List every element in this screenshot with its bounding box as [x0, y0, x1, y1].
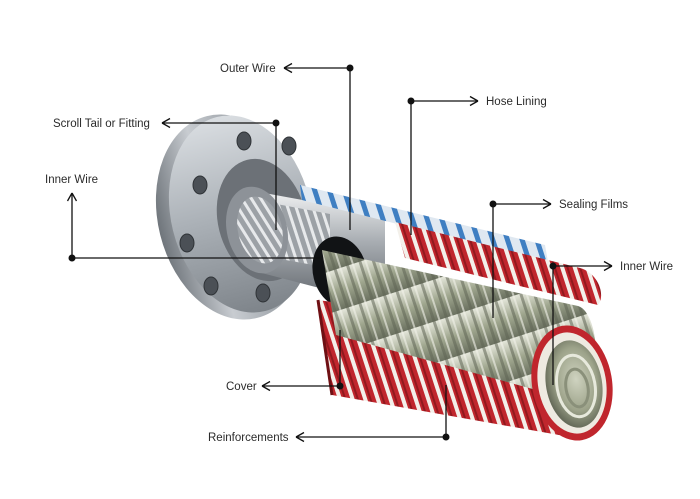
leader-sealing-films — [489, 198, 552, 318]
hose-mouth — [531, 325, 613, 441]
leader-inner-wire-right — [549, 260, 613, 385]
upper-reinforcement — [395, 222, 602, 305]
hose-illustration — [155, 114, 613, 441]
label-cover: Cover — [226, 381, 257, 393]
label-outer-wire: Outer Wire — [220, 63, 276, 75]
leader-hose-lining — [407, 95, 479, 235]
labels: Outer Wire Hose Lining Scroll Tail or Fi… — [45, 63, 673, 444]
leader-reinforcements — [295, 385, 450, 443]
leader-outer-wire — [283, 62, 354, 230]
hose-lining-band — [300, 185, 548, 262]
label-inner-wire-left: Inner Wire — [45, 174, 98, 186]
label-inner-wire-right: Inner Wire — [620, 261, 673, 273]
leader-inner-wire-left — [66, 192, 320, 262]
inner-coil — [322, 250, 597, 402]
leader-scroll-tail — [161, 117, 280, 230]
label-hose-lining: Hose Lining — [486, 96, 547, 108]
leader-lines — [66, 62, 613, 443]
label-scroll-tail: Scroll Tail or Fitting — [53, 118, 150, 130]
flange-bolt-holes — [179, 131, 297, 303]
label-reinforcements: Reinforcements — [208, 432, 289, 444]
leader-cover — [261, 330, 344, 392]
label-sealing-films: Sealing Films — [559, 199, 628, 211]
